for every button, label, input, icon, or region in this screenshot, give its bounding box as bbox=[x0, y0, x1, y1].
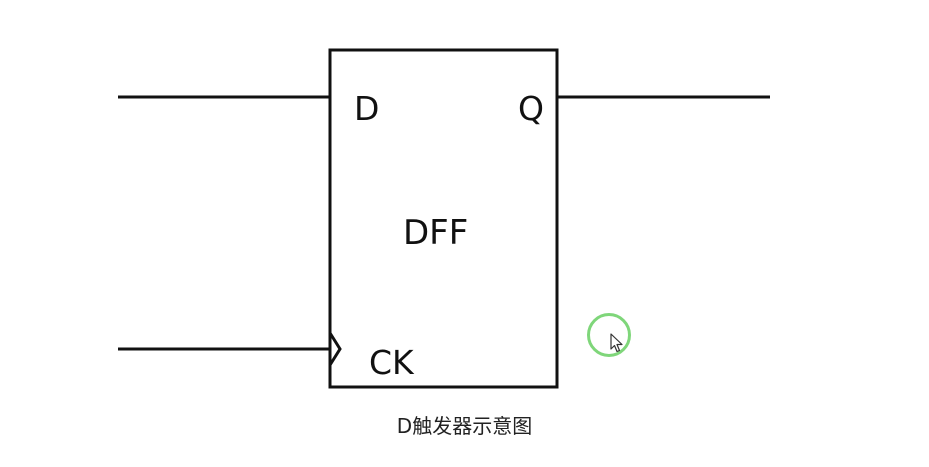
diagram-caption: D触发器示意图 bbox=[396, 414, 533, 438]
pin-label-d: D bbox=[354, 89, 379, 128]
clock-edge-triangle-icon bbox=[328, 332, 342, 366]
pin-label-q: Q bbox=[518, 89, 544, 128]
pin-label-ck: CK bbox=[369, 343, 415, 382]
block-label: DFF bbox=[403, 213, 468, 253]
cursor-highlight-ring bbox=[587, 313, 631, 357]
dff-block bbox=[328, 48, 559, 389]
mouse-pointer-icon bbox=[610, 333, 623, 353]
